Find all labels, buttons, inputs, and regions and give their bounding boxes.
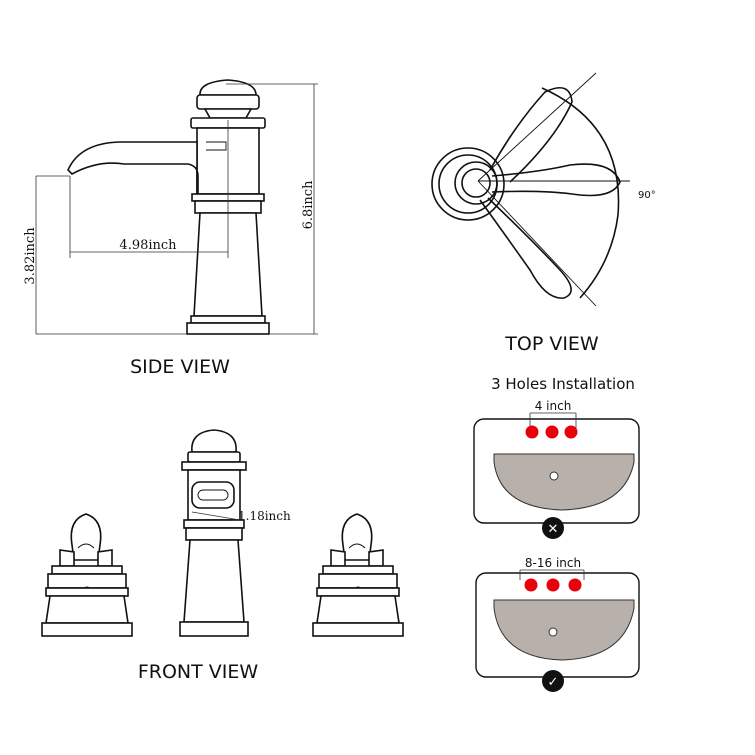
side-view-title: SIDE VIEW [130, 356, 230, 378]
front-view-title: FRONT VIEW [138, 661, 259, 683]
top-view-title: TOP VIEW [504, 333, 599, 355]
top-view-drawing [431, 72, 630, 307]
correct-mark-icon [542, 670, 564, 692]
incorrect-mark-glyph: ✕ [548, 522, 559, 537]
spout-width-label: 1.18inch [238, 509, 291, 523]
incorrect-spacing-label: 4 inch [535, 399, 572, 413]
total-height-label: 6.8inch [301, 180, 316, 229]
installation-title: 3 Holes Installation [491, 375, 635, 393]
front-view-drawing [41, 429, 404, 637]
spout-reach-label: 4.98inch [119, 238, 177, 253]
correct-spacing-label: 8-16 inch [525, 556, 581, 570]
correct-mark-glyph: ✓ [548, 675, 559, 690]
spout-height-label: 3.82inch [23, 227, 38, 285]
rotation-angle-label: 90° [638, 190, 656, 201]
side-view-drawing [35, 79, 318, 335]
incorrect-spacing-example [473, 412, 640, 524]
correct-spacing-example [475, 569, 640, 678]
incorrect-mark-icon [542, 517, 564, 539]
